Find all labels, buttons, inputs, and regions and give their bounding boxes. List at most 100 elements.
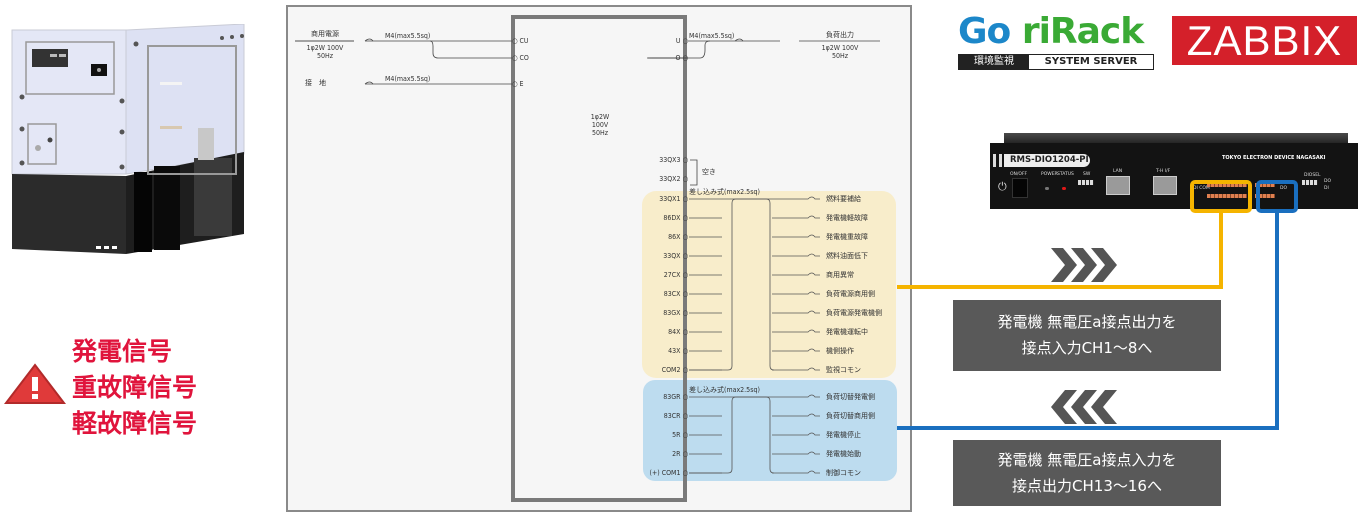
diosel-switch[interactable]	[1302, 180, 1318, 185]
do-label: DO	[1280, 186, 1288, 191]
output-signal-label: 発電機運転中	[826, 328, 868, 336]
power-in-title: 商用電源	[311, 30, 339, 38]
terminal-o: O ○	[675, 54, 688, 62]
output-signal-wire-right	[800, 196, 820, 200]
output-signal-terminal: 84X ○	[668, 328, 688, 336]
caption-output-to-input-line2: 接点入力CH1～8へ	[1021, 339, 1153, 357]
caption-input-from-output-line1: 発電機 無電圧a接点入力を	[997, 451, 1177, 469]
warning-signal-major-fault: 重故障信号	[72, 373, 198, 402]
caption-input-from-output: 発電機 無電圧a接点入力を 接点出力CH13～16へ	[953, 440, 1221, 506]
generator-illustration	[8, 23, 248, 260]
onoff-switch[interactable]	[1012, 178, 1028, 198]
output-signal-label: 負荷電源発電機側	[826, 309, 882, 317]
load-out-title: 負荷出力	[826, 31, 854, 39]
status-label: STATUS	[1057, 172, 1074, 177]
center-spec-voltage: 100V	[591, 121, 609, 129]
device-maker-label: TOKYO ELECTRON DEVICE NAGASAKI	[1222, 155, 1326, 161]
device-model-label: RMS-DIO1204-PI	[1004, 154, 1090, 167]
input-signal-terminal: 2R ○	[672, 450, 688, 458]
output-signal-wire-right	[772, 329, 820, 333]
output-signal-label: 発電機軽故障	[826, 214, 868, 222]
gorirack-logo-rack: riRack	[1010, 11, 1144, 52]
sw-label: SW	[1083, 172, 1091, 177]
cable-spec-load: M4(max5.5sq)	[689, 32, 735, 40]
ground-label: 接 地	[305, 79, 326, 87]
input-signal-label: 制御コモン	[826, 469, 861, 477]
status-led	[1062, 187, 1066, 190]
gorirack-logo-go: Go	[958, 11, 1011, 52]
plugin-spec-inputs: 差し込み式(max2.5sq)	[689, 386, 760, 394]
do-terminal-row-bottom[interactable]	[1255, 194, 1275, 198]
di-terminal-row-bottom[interactable]	[1207, 194, 1247, 198]
digital-output-highlight	[1256, 180, 1298, 213]
output-signal-wire-right	[772, 348, 820, 352]
caption-output-to-input: 発電機 無電圧a接点出力を 接点入力CH1～8へ	[953, 300, 1221, 371]
output-signal-terminal: 86DX ○	[663, 214, 688, 222]
input-signal-terminal: 83GR ○	[663, 393, 688, 401]
input-signal-label: 発電機停止	[826, 431, 861, 439]
warning-signal-generation: 発電信号	[72, 337, 173, 366]
input-signal-wire-right	[772, 451, 820, 455]
digital-input-highlight	[1190, 180, 1252, 213]
cable-spec-ground: M4(max5.5sq)	[385, 75, 431, 83]
terminal-e: ○ E	[512, 80, 524, 88]
dip-switch[interactable]	[1078, 180, 1094, 185]
terminal-u: U ○	[675, 37, 688, 45]
terminal-block-outline	[511, 15, 687, 502]
terminal-33qx2: 33QX2 ○	[659, 175, 688, 183]
caption-input-from-output-line2: 接点出力CH13～16へ	[1012, 477, 1162, 495]
output-signal-terminal: 83GX ○	[663, 309, 688, 317]
center-spec-phase: 1φ2W	[590, 113, 610, 121]
warning-signal-minor-fault: 軽故障信号	[72, 409, 198, 438]
input-connection-horizontal	[897, 285, 1223, 289]
diosel-do-label: DO	[1324, 179, 1332, 184]
onoff-label: ON/OFF	[1010, 172, 1028, 177]
output-signal-label: 機側操作	[826, 347, 854, 355]
chevron-right-arrows-icon	[1051, 248, 1117, 282]
power-icon[interactable]: ⏻	[998, 180, 1007, 193]
output-signal-terminal: 27CX ○	[663, 271, 688, 279]
power-led	[1045, 187, 1049, 190]
input-signal-wire-right	[772, 432, 820, 436]
output-signal-wire-right	[772, 253, 820, 257]
di-terminal-row-top[interactable]	[1207, 183, 1247, 187]
output-signal-label: 燃料油面低下	[826, 252, 868, 260]
gorirack-logo-subtitle-en: SYSTEM SERVER	[1029, 55, 1153, 69]
power-in-frequency: 50Hz	[316, 52, 334, 60]
chevron-left-arrows-icon	[1051, 390, 1117, 424]
th-if-port[interactable]	[1153, 176, 1177, 195]
output-signal-terminal: 83CX ○	[663, 290, 688, 298]
do-terminal-row-top[interactable]	[1255, 183, 1275, 187]
diosel-di-label: DI	[1324, 186, 1329, 191]
cable-spec-power: M4(max5.5sq)	[385, 32, 431, 40]
load-out-frequency: 50Hz	[831, 52, 849, 60]
output-signal-wire-right	[772, 291, 820, 295]
center-spec-frequency: 50Hz	[591, 129, 609, 137]
output-connection-vertical	[1275, 212, 1279, 430]
plugin-spec-outputs: 差し込み式(max2.5sq)	[689, 188, 760, 196]
output-signal-wire-right	[772, 215, 820, 219]
terminal-cu: ○ CU	[512, 37, 529, 45]
input-signal-label: 負荷切替商用側	[826, 412, 875, 420]
power-label: POWER	[1041, 172, 1058, 177]
output-signal-terminal: 86X ○	[668, 233, 688, 241]
output-signal-label: 発電機重故障	[826, 233, 868, 241]
lan-port[interactable]	[1106, 176, 1130, 195]
output-signal-wire-right	[772, 367, 820, 371]
terminal-33qx3: 33QX3 ○	[659, 156, 688, 164]
terminal-co: ○ CO	[512, 54, 529, 62]
input-signal-wire-right	[800, 394, 820, 398]
th-if-label: T-H I/F	[1156, 169, 1171, 174]
zabbix-logo: ZABBIX	[1172, 16, 1357, 65]
output-signal-label: 負荷電源商用側	[826, 290, 875, 298]
input-signal-terminal: (+) COM1 ○	[649, 469, 689, 477]
output-signal-label: 燃料要補給	[826, 195, 861, 203]
output-signal-terminal: 33QX ○	[663, 252, 688, 260]
input-signal-label: 発電機始動	[826, 450, 861, 458]
device-top	[1004, 133, 1348, 145]
input-signal-common-loop	[689, 396, 775, 474]
input-connection-vertical	[1219, 212, 1223, 289]
diosel-label: DIOSEL	[1304, 173, 1321, 178]
output-signal-common-loop	[689, 198, 775, 371]
output-signal-label: 商用異常	[826, 271, 854, 279]
